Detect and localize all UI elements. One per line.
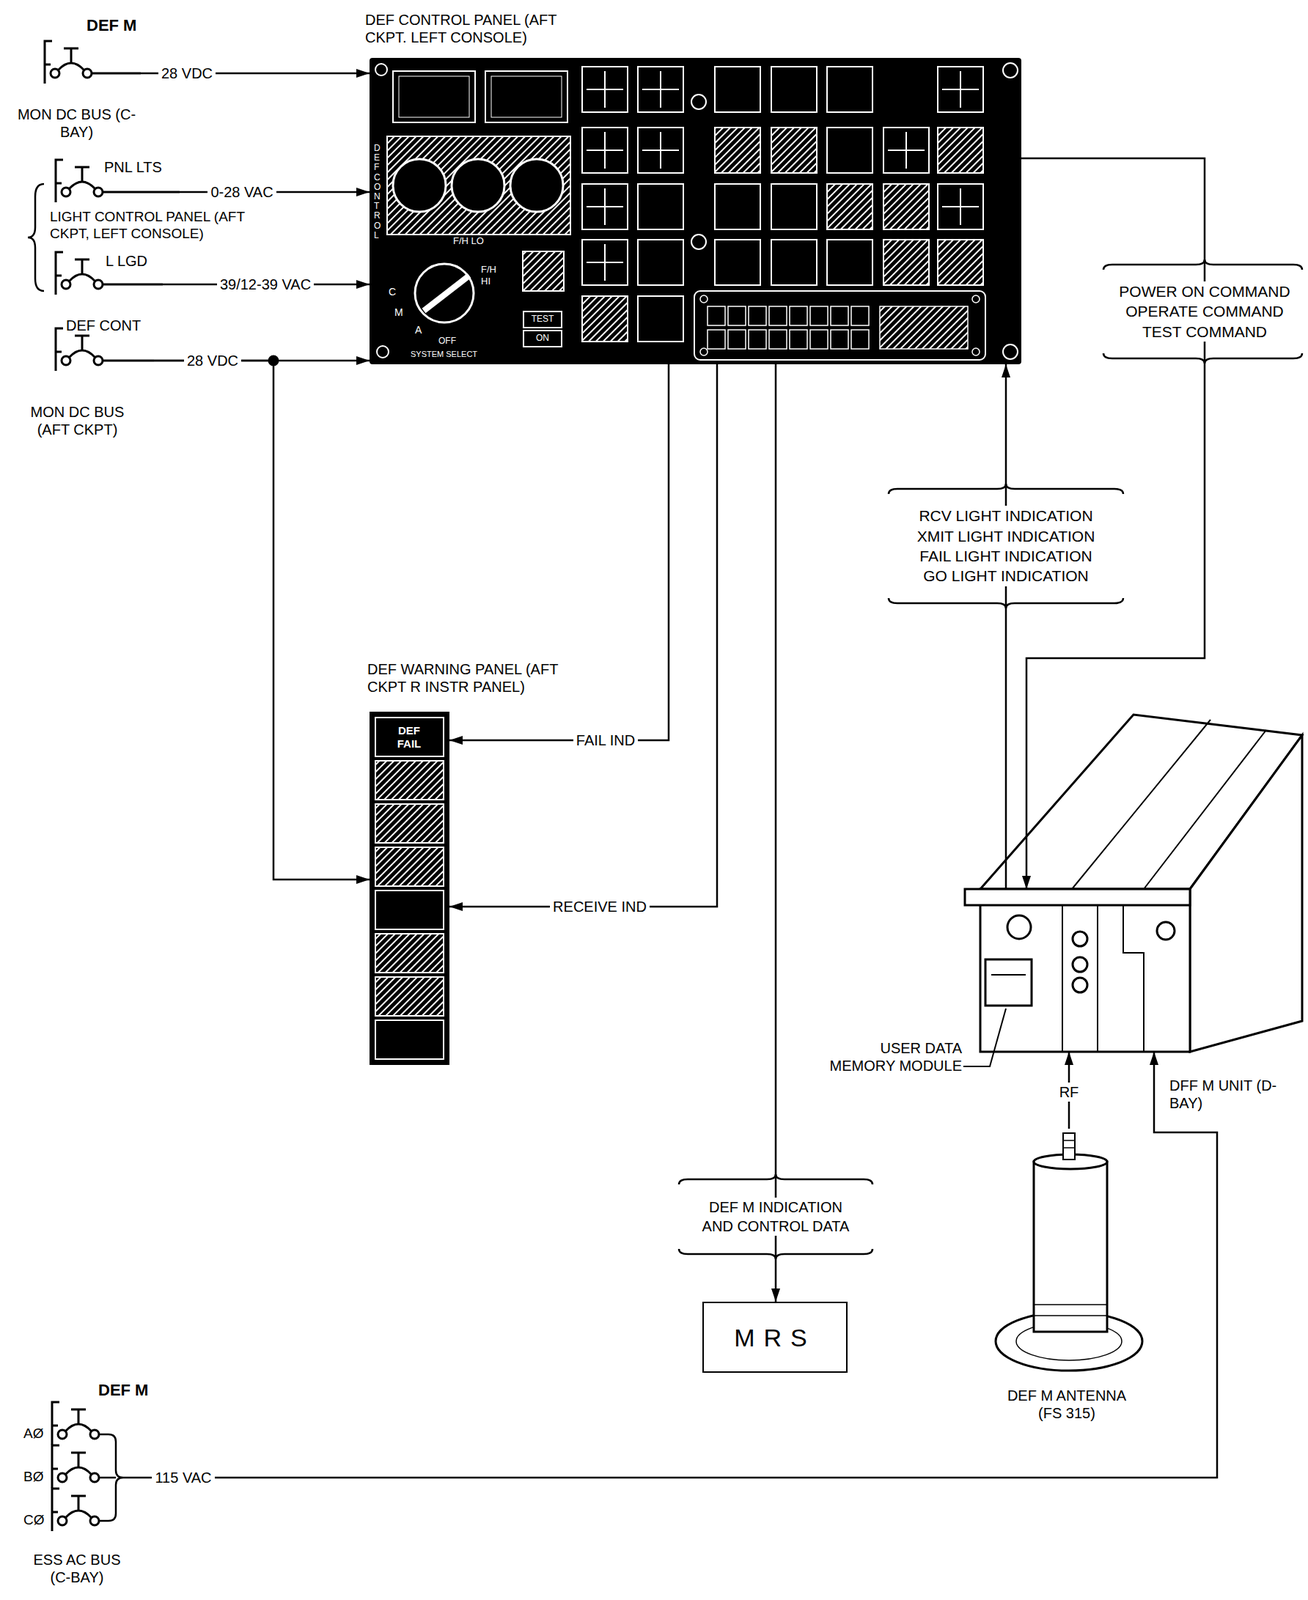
switch-label: SYSTEM SELECT xyxy=(410,349,478,360)
node-text: AØ xyxy=(23,1426,50,1443)
node-title: DEF M xyxy=(98,1381,153,1401)
node-text: MON DC BUS (AFT CKPT) xyxy=(13,403,142,439)
antenna: DEF M ANTENNA (FS 315) xyxy=(988,1129,1146,1374)
circuit-breaker: L LGD xyxy=(52,249,163,297)
panel-label: DEF CONTROL xyxy=(373,143,383,241)
node-title: MRS xyxy=(703,1323,847,1354)
node-title: DFF M UNIT (D-BAY) xyxy=(1169,1077,1280,1113)
edge-label: 0-28 VAC xyxy=(207,182,276,202)
warning-light: DEF FAIL xyxy=(375,717,444,757)
edge-label: POWER ON COMMAND OPERATE COMMAND TEST CO… xyxy=(1108,281,1302,342)
edge-label: 28 VDC xyxy=(158,63,216,83)
antenna-art xyxy=(995,1133,1143,1372)
node-title: DEF CONT xyxy=(65,316,153,335)
edge-label: RECEIVE IND xyxy=(549,897,650,917)
connector xyxy=(152,1052,1218,1479)
connector xyxy=(774,364,778,1303)
connector xyxy=(1005,364,1008,890)
switch-label: F/H HI xyxy=(480,263,506,287)
circuit-breaker: PNL LTS xyxy=(52,155,180,207)
node-title: L LGD xyxy=(105,252,162,270)
node-text: ESS AC BUS (C-BAY) xyxy=(21,1551,132,1587)
edge-label: 28 VDC xyxy=(184,351,242,371)
edge-label: FAIL IND xyxy=(573,730,638,751)
def-m-unit: DFF M UNIT (D-BAY) xyxy=(980,889,1190,1053)
edge-label: RCV LIGHT INDICATION XMIT LIGHT INDICATI… xyxy=(904,505,1108,586)
node-text: BØ xyxy=(23,1469,50,1487)
switch-label: A xyxy=(414,324,422,337)
connector xyxy=(449,364,718,907)
warning-panel-art xyxy=(369,711,450,1066)
switch-label: M xyxy=(394,306,404,319)
edge-label: DEF M INDICATION AND CONTROL DATA xyxy=(694,1198,858,1237)
bus-label: LIGHT CONTROL PANEL (AFT CKPT, LEFT CONS… xyxy=(49,208,270,243)
node-title: PNL LTS xyxy=(104,158,178,176)
node-title: DEF WARNING PANEL (AFT CKPT R INSTR PANE… xyxy=(367,660,588,696)
switch-label: OFF xyxy=(438,335,457,347)
node-title: DEF FAIL xyxy=(387,724,432,751)
circuit-breaker: DEF CONT MON DC BUS (AFT CKPT) xyxy=(13,315,154,445)
brackets xyxy=(678,259,1303,1260)
control-panel: DEF CONTROL PANEL (AFT CKPT. LEFT CONSOL… xyxy=(369,57,1022,365)
circuit-breakers xyxy=(27,41,278,1532)
switch-label: C xyxy=(388,285,396,299)
edge-label: RF xyxy=(1056,1082,1083,1102)
node-title: DEF CONTROL PANEL (AFT CKPT. LEFT CONSOL… xyxy=(365,10,578,47)
edge-label: 115 VAC xyxy=(151,1468,215,1488)
node-title: DEF M xyxy=(86,16,141,36)
button-label: TEST xyxy=(523,313,562,325)
node-text: MON DC BUS (C-BAY) xyxy=(16,105,138,141)
control-panel-art xyxy=(369,57,1022,365)
connector xyxy=(153,360,370,880)
switch-label: F/H LO xyxy=(453,235,484,248)
circuit-breaker: DEF M MON DC BUS (C-BAY) xyxy=(16,13,141,151)
node-title: DEF M ANTENNA (FS 315) xyxy=(997,1387,1137,1423)
warning-panel: DEF WARNING PANEL (AFT CKPT R INSTR PANE… xyxy=(369,711,450,1066)
edge-label: 39/12-39 VAC xyxy=(217,274,314,295)
circuit-breaker: DEF M AØ BØ CØ ESS AC BUS (C-BAY) xyxy=(21,1378,153,1592)
mrs-box: MRS xyxy=(702,1302,848,1374)
button-label: ON xyxy=(523,332,562,344)
def-m-unit-art xyxy=(963,714,1303,1067)
node-text: CØ xyxy=(23,1512,50,1530)
callout-label: USER DATA MEMORY MODULE xyxy=(815,1039,962,1075)
